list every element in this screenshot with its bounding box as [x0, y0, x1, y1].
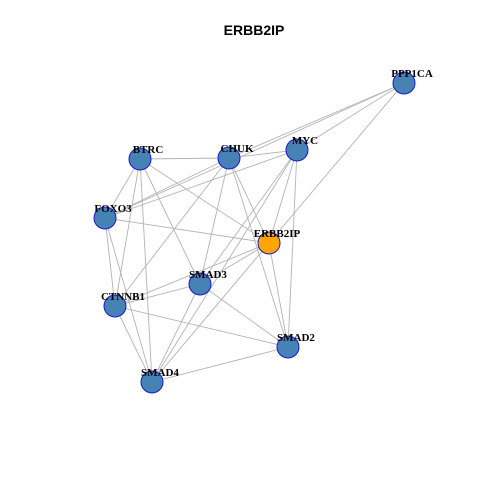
- edge-erbb2ip-smad2: [268, 242, 289, 348]
- node-layer: [93, 71, 416, 394]
- edge-erbb2ip-smad3: [199, 242, 270, 285]
- edge-chuk-foxo3: [104, 157, 230, 219]
- edge-chuk-smad3: [199, 157, 230, 285]
- node-smad4: [140, 370, 164, 394]
- node-label-smad3: SMAD3: [189, 269, 227, 281]
- edge-ppp1ca-foxo3: [104, 82, 405, 219]
- node-label-smad2: SMAD2: [277, 332, 315, 344]
- node-label-ctnnb1: CTNNB1: [101, 291, 145, 303]
- edge-btrc-smad4: [139, 158, 153, 383]
- edge-ctnnb1-smad2: [114, 305, 289, 348]
- edge-erbb2ip-ctnnb1: [114, 242, 270, 307]
- edge-btrc-smad3: [139, 158, 201, 285]
- graph-title: ERBB2IP: [224, 22, 285, 38]
- edge-foxo3-ctnnb1: [104, 217, 116, 307]
- node-smad2: [276, 335, 300, 359]
- node-ctnnb1: [103, 294, 127, 318]
- edge-smad2-smad4: [151, 346, 289, 383]
- edge-chuk-ctnnb1: [114, 157, 230, 307]
- node-label-btrc: BTRC: [133, 144, 164, 156]
- node-erbb2ip: [257, 231, 281, 255]
- node-label-chuk: CHUK: [221, 143, 254, 155]
- edge-myc-foxo3: [104, 149, 298, 219]
- node-smad3: [188, 272, 212, 296]
- edge-smad3-smad4: [151, 283, 201, 383]
- node-ppp1ca: [392, 71, 416, 95]
- edge-ppp1ca-erbb2ip: [268, 82, 405, 244]
- node-label-ppp1ca: PPP1CA: [391, 68, 433, 80]
- node-foxo3: [93, 206, 117, 230]
- node-myc: [285, 138, 309, 162]
- edge-btrc-chuk: [139, 157, 230, 160]
- edge-myc-smad2: [287, 149, 298, 348]
- node-label-myc: MYC: [292, 135, 318, 147]
- edge-btrc-ctnnb1: [114, 158, 141, 307]
- node-label-foxo3: FOXO3: [94, 203, 132, 215]
- edge-smad3-ctnnb1: [114, 283, 201, 307]
- edge-smad3-smad2: [199, 283, 289, 348]
- edge-myc-erbb2ip: [268, 149, 298, 244]
- edge-myc-smad4: [151, 149, 298, 383]
- node-btrc: [128, 147, 152, 171]
- edge-chuk-smad2: [228, 157, 289, 348]
- node-chuk: [217, 146, 241, 170]
- node-label-erbb2ip: ERBB2IP: [254, 228, 301, 240]
- edge-ppp1ca-chuk: [228, 82, 405, 159]
- edge-myc-smad3: [199, 149, 298, 285]
- edge-ppp1ca-myc: [296, 82, 405, 151]
- edge-ctnnb1-smad4: [114, 305, 153, 383]
- edge-erbb2ip-smad4: [151, 242, 270, 383]
- edge-foxo3-erbb2ip: [104, 217, 270, 244]
- node-label-smad4: SMAD4: [141, 367, 179, 379]
